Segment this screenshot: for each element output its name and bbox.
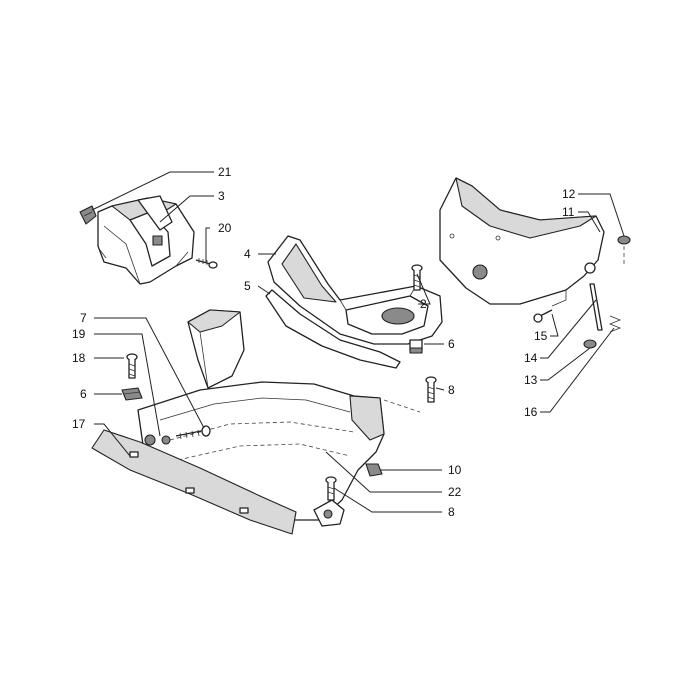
callout-18: 18 [72, 351, 86, 365]
callout-5: 5 [244, 279, 251, 293]
callout-17: 17 [72, 417, 86, 431]
part-12-screw [617, 235, 631, 266]
callout-10: 10 [448, 463, 462, 477]
part-8-screw-upper [425, 376, 437, 403]
part-15-screw [533, 309, 553, 323]
callout-8-upper: 8 [448, 383, 455, 397]
part-3-storage-housing [97, 195, 195, 285]
part-8-screw-lower [325, 476, 337, 501]
callout-12: 12 [562, 187, 576, 201]
part-6-nut-upper [409, 339, 423, 354]
part-7-screw [175, 425, 211, 440]
callout-21: 21 [218, 165, 232, 179]
part-18-screw [126, 353, 138, 379]
callout-11: 11 [562, 205, 575, 219]
callout-22: 22 [448, 485, 462, 499]
part-4-upper-cover [267, 235, 443, 345]
part-20-screw [195, 258, 218, 269]
callout-6-upper: 6 [448, 337, 455, 351]
part-11-rear-cover [439, 177, 605, 307]
part-17-lower-trim [91, 429, 297, 535]
part-16-spring [608, 315, 622, 333]
callout-4: 4 [244, 247, 251, 261]
callout-16: 16 [524, 405, 538, 419]
part-6-clip-lower [121, 387, 143, 401]
callout-13: 13 [524, 373, 538, 387]
callout-15: 15 [534, 329, 548, 343]
callout-20: 20 [218, 221, 232, 235]
callout-labels: 21 3 20 4 5 2 6 8 12 11 15 14 13 16 7 19… [72, 165, 576, 519]
part-10-nut [365, 463, 383, 477]
leader-lines [91, 171, 625, 513]
part-22-upper-duct [187, 309, 245, 389]
part-5-gasket [265, 289, 401, 369]
part-21-clip [79, 205, 97, 225]
callout-6-lower: 6 [80, 387, 87, 401]
callout-2: 2 [420, 297, 427, 311]
callout-14: 14 [524, 351, 538, 365]
part-13-washer [583, 339, 597, 349]
part-2-screw [411, 264, 423, 291]
callout-8-lower: 8 [448, 505, 455, 519]
callout-7: 7 [80, 311, 87, 325]
part-14-rod [589, 283, 603, 331]
callout-3: 3 [218, 189, 225, 203]
callout-19: 19 [72, 327, 86, 341]
